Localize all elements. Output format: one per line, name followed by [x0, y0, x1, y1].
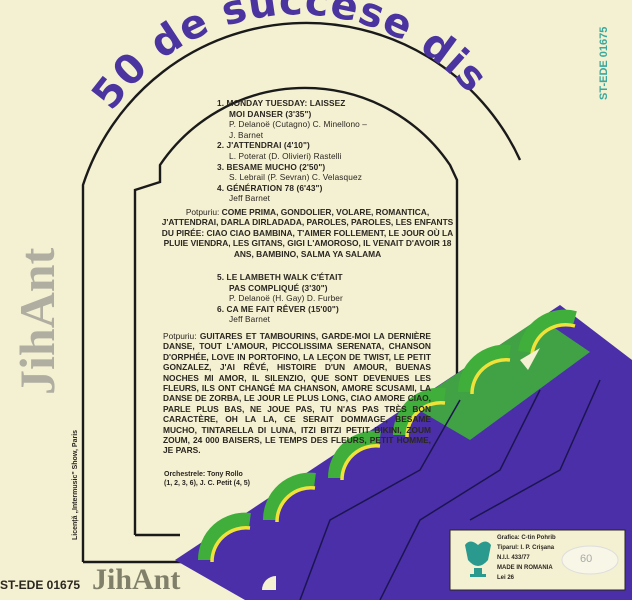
- potpourri-2-text: GUITARES ET TAMBOURINS, GARDE-MOI LA DER…: [163, 331, 431, 456]
- track-3-credits: S. Lebrail (P. Sevran) C. Velasquez: [229, 172, 362, 183]
- track-1-credits: P. Delanoë (Cutagno) C. Minellono –: [229, 119, 368, 130]
- credits-box: Grafica: C-tin Pohrib Tiparul: I. P. Cri…: [497, 533, 556, 583]
- license-text: Licență „Intermusic" Show, Paris: [72, 429, 79, 540]
- track-4-title: 4. GÉNÉRATION 78 (6'43"): [217, 182, 323, 193]
- potpourri-1: Potpuriu: COME PRIMA, GONDOLIER, VOLARE,…: [160, 207, 455, 259]
- print-credit: Tiparul: I. P. Crişana: [497, 545, 555, 551]
- potpourri-2-label: Potpuriu:: [163, 331, 197, 341]
- track-6-title: 6. CA ME FAIT RÊVER (15'00"): [217, 303, 339, 314]
- potpourri-2: Potpuriu: GUITARES ET TAMBOURINS, GARDE-…: [163, 331, 431, 456]
- made-in: MADE IN ROMANIA: [497, 565, 553, 571]
- graphics-credit: Grafica: C-tin Pohrib: [497, 535, 556, 541]
- track-1-title: 1. MONDAY TUESDAY: LAISSEZ: [217, 98, 346, 108]
- orchestra-line-1: Orchestrele: Tony Rollo: [164, 471, 243, 478]
- nii-number: N.I.I. 433/77: [497, 555, 530, 561]
- track-2-credits: L. Poterat (D. Olivieri) Rastelli: [229, 150, 342, 161]
- track-3-title: 3. BESAME MUCHO (2'50"): [217, 161, 326, 172]
- orchestra-line-2: (1, 2, 3, 6), J. C. Petit (4, 5): [164, 480, 250, 487]
- catalog-number-side: ST-EDE 01675: [598, 26, 610, 100]
- track-5-title: 5. LE LAMBETH WALK C'ÉTAIT: [217, 272, 343, 282]
- potpourri-1-text: COME PRIMA, GONDOLIER, VOLARE, ROMANTICA…: [161, 207, 454, 259]
- track-6-credits: Jeff Barnet: [229, 314, 271, 325]
- orchestra-credits: Orchestrele: Tony Rollo (1, 2, 3, 6), J.…: [164, 470, 250, 488]
- track-4-credits: Jeff Barnet: [229, 193, 271, 204]
- outer-outline: [81, 21, 522, 562]
- track-1-credits-cont: J. Barnet: [229, 129, 264, 140]
- track-2-title: 2. J'ATTENDRAI (4'10"): [217, 140, 310, 151]
- track-5-credits: P. Delanoë (H. Gay) D. Furber: [229, 293, 343, 304]
- watermark-2: JihAnt: [92, 563, 181, 596]
- tracklist-a: 1. MONDAY TUESDAY: LAISSEZ MOI DANSER (3…: [217, 98, 432, 204]
- track-1-title-cont: MOI DANSER (3'35"): [229, 108, 312, 119]
- catalog-number-bottom: ST-EDE 01675: [0, 578, 81, 592]
- potpourri-1-label: Potpuriu:: [185, 207, 220, 217]
- price: Lei 26: [497, 575, 515, 581]
- lyre-icon: [465, 541, 491, 577]
- disco-logo: [175, 305, 632, 600]
- price-sticker: [561, 545, 619, 575]
- tracklist-b: 5. LE LAMBETH WALK C'ÉTAIT PAS COMPLIQUÉ…: [217, 272, 432, 325]
- inner-outline: [133, 86, 459, 535]
- price-sticker-value: 60: [580, 553, 593, 565]
- track-5-title-cont: PAS COMPLIQUÉ (3'30"): [229, 282, 328, 293]
- watermark: JihAnt: [9, 247, 65, 395]
